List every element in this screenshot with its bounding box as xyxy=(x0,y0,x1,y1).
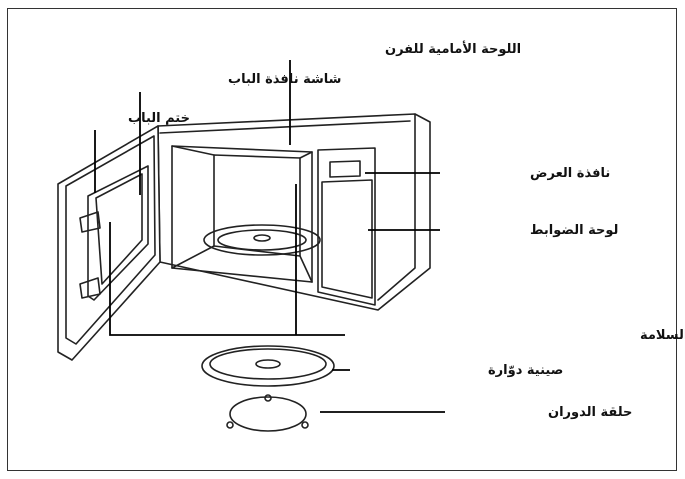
label-display-window: نافذة العرض xyxy=(530,166,610,181)
latch-lower xyxy=(79,277,101,299)
roller-ring-shape xyxy=(226,394,309,432)
label-front-panel: اللوحة الأمامية للفرن xyxy=(385,40,521,57)
cavity-plate xyxy=(203,224,321,256)
label-door-seal: ختم الباب xyxy=(128,111,190,126)
label-turntable: صينية دوّارة xyxy=(488,363,563,378)
latch-upper xyxy=(79,211,101,233)
oven-cavity xyxy=(171,145,313,283)
turntable-shape xyxy=(201,345,335,387)
door-window-shape xyxy=(87,165,149,301)
label-control-panel: لوحة الضوابط xyxy=(530,223,618,238)
display-window-shape xyxy=(329,160,361,178)
label-safety-interlock: نظام إغلاق الباب من أجل السلامة xyxy=(640,326,685,343)
label-roller-ring: حلقة الدوران xyxy=(548,405,632,420)
label-door-screen: شاشة نافذة الباب xyxy=(228,72,341,87)
oven-door xyxy=(57,125,161,361)
diagram-frame xyxy=(7,8,677,471)
control-panel-shape xyxy=(317,147,376,306)
leader-interlock-a xyxy=(109,222,345,336)
leader-lines xyxy=(94,60,445,413)
